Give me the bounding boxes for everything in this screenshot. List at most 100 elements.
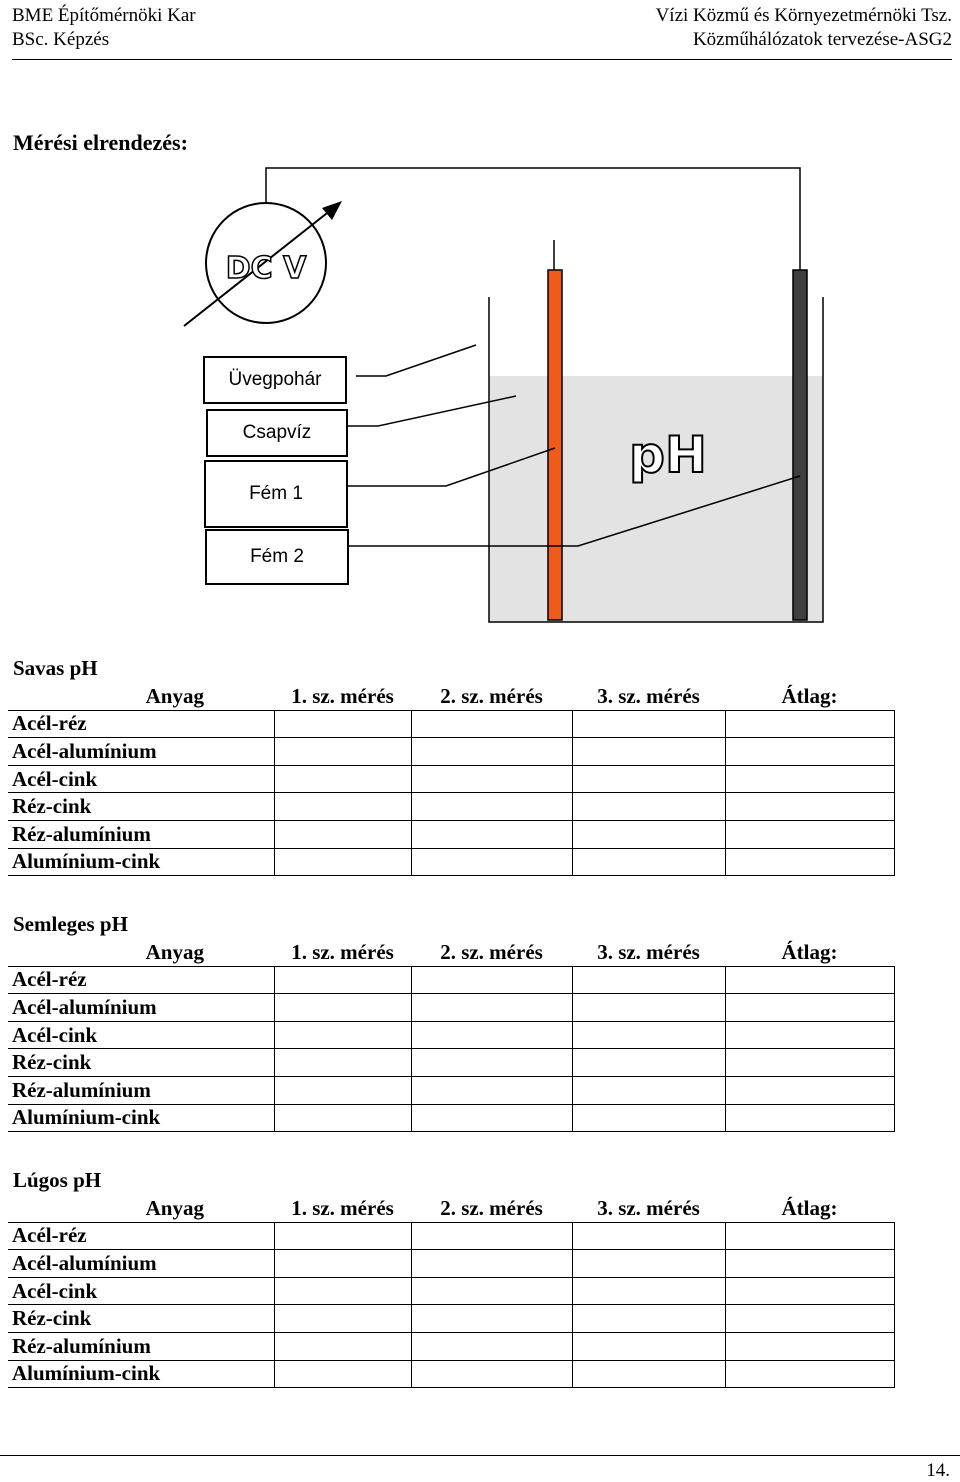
col-header-avg: Átlag: — [725, 1195, 894, 1223]
col-header-m2: 2. sz. mérés — [411, 1195, 572, 1223]
input-cell — [273, 1359, 412, 1389]
header-faculty: BME Építőmérnöki Kar — [12, 5, 196, 26]
input-cell — [273, 737, 412, 766]
input-cell — [410, 737, 573, 766]
col-header-m2: 2. sz. mérés — [411, 939, 572, 967]
col-header-avg: Átlag: — [725, 683, 894, 711]
label-glass: Üvegpohár — [203, 356, 347, 404]
input-cell — [273, 1103, 412, 1133]
input-cell — [410, 1304, 573, 1333]
ph-label: pH — [629, 426, 707, 484]
row-label: Acél-cink — [8, 1020, 275, 1050]
input-cell — [273, 792, 412, 821]
row-label: Alumínium-cink — [8, 1359, 275, 1389]
input-cell — [724, 1249, 895, 1278]
leader-line-metal-2 — [348, 475, 801, 547]
row-label: Alumínium-cink — [8, 847, 275, 877]
input-cell — [571, 1048, 726, 1077]
row-label: Alumínium-cink — [8, 1103, 275, 1133]
input-cell — [410, 819, 573, 849]
input-cell — [410, 847, 573, 877]
row-label: Réz-cink — [8, 792, 275, 821]
input-cell — [410, 1075, 573, 1105]
connection-wire — [265, 167, 801, 270]
table-title-neutral: Semleges pH — [13, 912, 128, 936]
input-cell — [571, 993, 726, 1022]
table-row: Acél-alumínium — [8, 737, 895, 766]
table-row: Acél-réz — [8, 965, 895, 995]
col-header-m1: 1. sz. mérés — [274, 939, 411, 967]
input-cell — [410, 1276, 573, 1306]
table-row: Réz-alumínium — [8, 1075, 895, 1105]
input-cell — [410, 1221, 573, 1251]
input-cell — [410, 709, 573, 739]
row-label: Acél-alumínium — [8, 1249, 275, 1278]
input-cell — [724, 709, 895, 739]
input-cell — [571, 1249, 726, 1278]
table-row: Acél-cink — [8, 1276, 895, 1306]
table-row: Alumínium-cink — [8, 847, 895, 877]
header-course: Közműhálózatok tervezése-ASG2 — [692, 29, 952, 50]
header-department: Vízi Közmű és Környezetmérnöki Tsz. — [655, 5, 952, 26]
table-row: Acél-alumínium — [8, 1249, 895, 1278]
row-label: Acél-cink — [8, 1276, 275, 1306]
col-header-m3: 3. sz. mérés — [572, 1195, 725, 1223]
input-cell — [273, 1221, 412, 1251]
header-divider — [12, 59, 952, 60]
input-cell — [571, 1359, 726, 1389]
col-header-m3: 3. sz. mérés — [572, 939, 725, 967]
input-cell — [410, 965, 573, 995]
input-cell — [571, 847, 726, 877]
table-row: Acél-alumínium — [8, 993, 895, 1022]
footer-divider — [0, 1455, 960, 1456]
input-cell — [724, 819, 895, 849]
row-label: Acél-alumínium — [8, 737, 275, 766]
row-label: Acél-réz — [8, 709, 275, 739]
leader-line-metal-1 — [348, 447, 556, 487]
input-cell — [571, 1304, 726, 1333]
input-cell — [273, 1020, 412, 1050]
voltmeter-icon — [205, 202, 327, 324]
table-neutral: Anyag 1. sz. mérés 2. sz. mérés 3. sz. m… — [8, 939, 895, 1133]
row-label: Acél-cink — [8, 764, 275, 794]
table-row: Réz-alumínium — [8, 819, 895, 849]
table-row: Acél-réz — [8, 709, 895, 739]
table-title-alkaline: Lúgos pH — [13, 1168, 102, 1192]
input-cell — [571, 1020, 726, 1050]
table-row: Acél-cink — [8, 764, 895, 794]
input-cell — [273, 1048, 412, 1077]
input-cell — [571, 1331, 726, 1361]
input-cell — [724, 1075, 895, 1105]
input-cell — [724, 1276, 895, 1306]
col-header-material: Anyag — [8, 1195, 274, 1223]
section-title: Mérési elrendezés: — [13, 130, 188, 155]
input-cell — [724, 965, 895, 995]
input-cell — [724, 737, 895, 766]
input-cell — [571, 819, 726, 849]
input-cell — [724, 1048, 895, 1077]
table-row: Acél-réz — [8, 1221, 895, 1251]
input-cell — [571, 737, 726, 766]
input-cell — [571, 965, 726, 995]
input-cell — [410, 993, 573, 1022]
input-cell — [724, 1221, 895, 1251]
voltmeter-needle — [183, 205, 337, 327]
input-cell — [410, 764, 573, 794]
col-header-m2: 2. sz. mérés — [411, 683, 572, 711]
input-cell — [410, 1020, 573, 1050]
input-cell — [410, 792, 573, 821]
input-cell — [571, 1103, 726, 1133]
table-row: Réz-alumínium — [8, 1331, 895, 1361]
col-header-m3: 3. sz. mérés — [572, 683, 725, 711]
table-row: Alumínium-cink — [8, 1103, 895, 1133]
input-cell — [273, 993, 412, 1022]
input-cell — [571, 709, 726, 739]
input-cell — [724, 1103, 895, 1133]
input-cell — [410, 1359, 573, 1389]
input-cell — [724, 1304, 895, 1333]
row-label: Réz-alumínium — [8, 1075, 275, 1105]
label-metal-1: Fém 1 — [204, 460, 348, 528]
col-header-material: Anyag — [8, 939, 274, 967]
table-acidic: Anyag 1. sz. mérés 2. sz. mérés 3. sz. m… — [8, 683, 895, 877]
input-cell — [273, 1276, 412, 1306]
